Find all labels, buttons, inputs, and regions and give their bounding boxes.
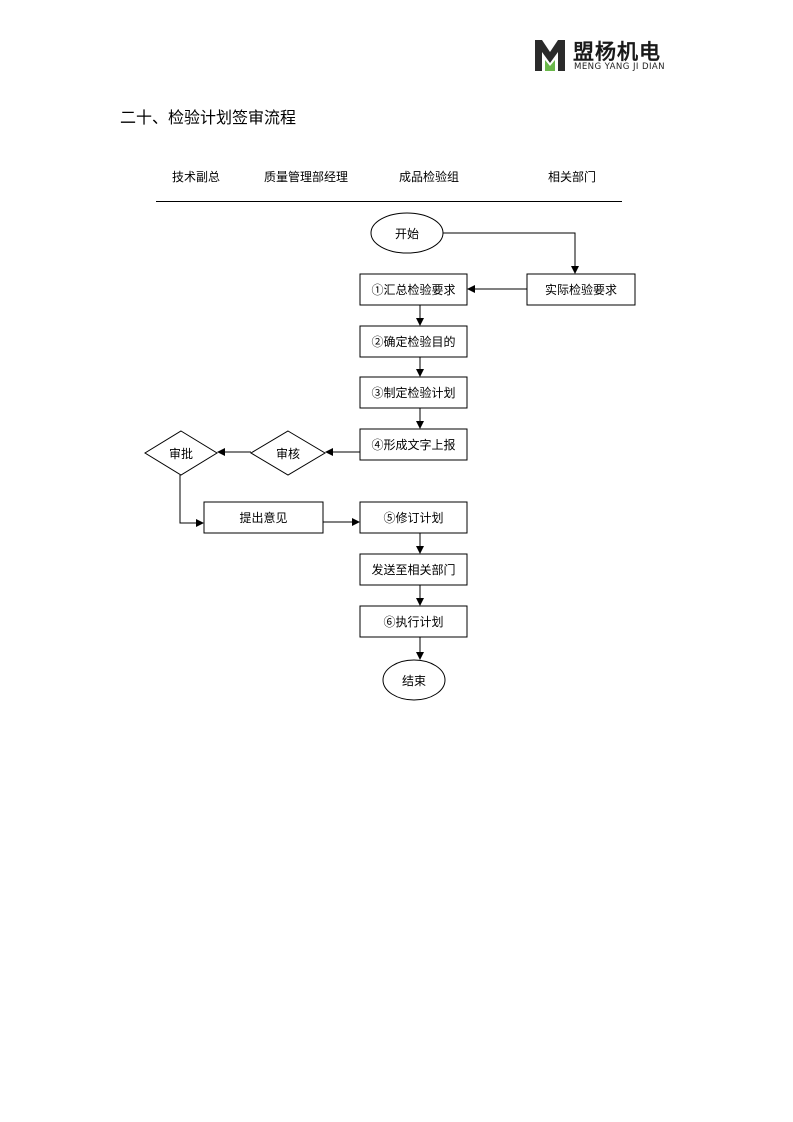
end-label: 结束 xyxy=(401,673,426,688)
step3-label: ③制定检验计划 xyxy=(371,386,456,400)
start-label: 开始 xyxy=(394,226,419,241)
step2-box xyxy=(359,325,468,358)
actual-requirements-label: 实际检验要求 xyxy=(544,283,617,297)
logo-subtitle: MENG YANG JI DIAN xyxy=(574,62,666,72)
lane-divider xyxy=(156,201,622,202)
company-logo: 盟杨机电 MENG YANG JI DIAN xyxy=(533,36,673,76)
lane-header-inspection-group: 成品检验组 xyxy=(399,170,460,184)
lane-header-related-dept: 相关部门 xyxy=(548,170,597,184)
review-label: 审核 xyxy=(275,446,300,461)
approve-label: 审批 xyxy=(168,446,193,461)
step4-label: ④形成文字上报 xyxy=(371,438,456,452)
step5-label: ⑤修订计划 xyxy=(383,511,444,525)
opinion-label: 提出意见 xyxy=(239,511,288,525)
logo-mark-icon xyxy=(535,40,565,71)
connector-approve-to-opinion xyxy=(179,475,204,527)
step5-box xyxy=(359,501,468,534)
end-node xyxy=(382,659,446,701)
send-box xyxy=(359,553,468,586)
step3-box xyxy=(359,376,468,409)
approve-diamond xyxy=(144,430,218,476)
opinion-box xyxy=(203,501,324,534)
connector-start-to-actual xyxy=(443,232,579,274)
step4-box xyxy=(359,428,468,461)
actual-requirements-box xyxy=(526,273,636,306)
step6-box xyxy=(359,605,468,638)
lane-header-tech-vp: 技术副总 xyxy=(172,170,221,184)
step2-label: ②确定检验目的 xyxy=(371,335,456,349)
step6-label: ⑥执行计划 xyxy=(383,615,444,629)
send-label: 发送至相关部门 xyxy=(371,563,456,577)
page-title: 二十、检验计划签审流程 xyxy=(120,108,297,127)
step1-label: ①汇总检验要求 xyxy=(371,283,456,297)
lane-header-qa-manager: 质量管理部经理 xyxy=(264,170,349,184)
review-diamond xyxy=(250,430,326,476)
logo-name: 盟杨机电 xyxy=(573,40,661,64)
